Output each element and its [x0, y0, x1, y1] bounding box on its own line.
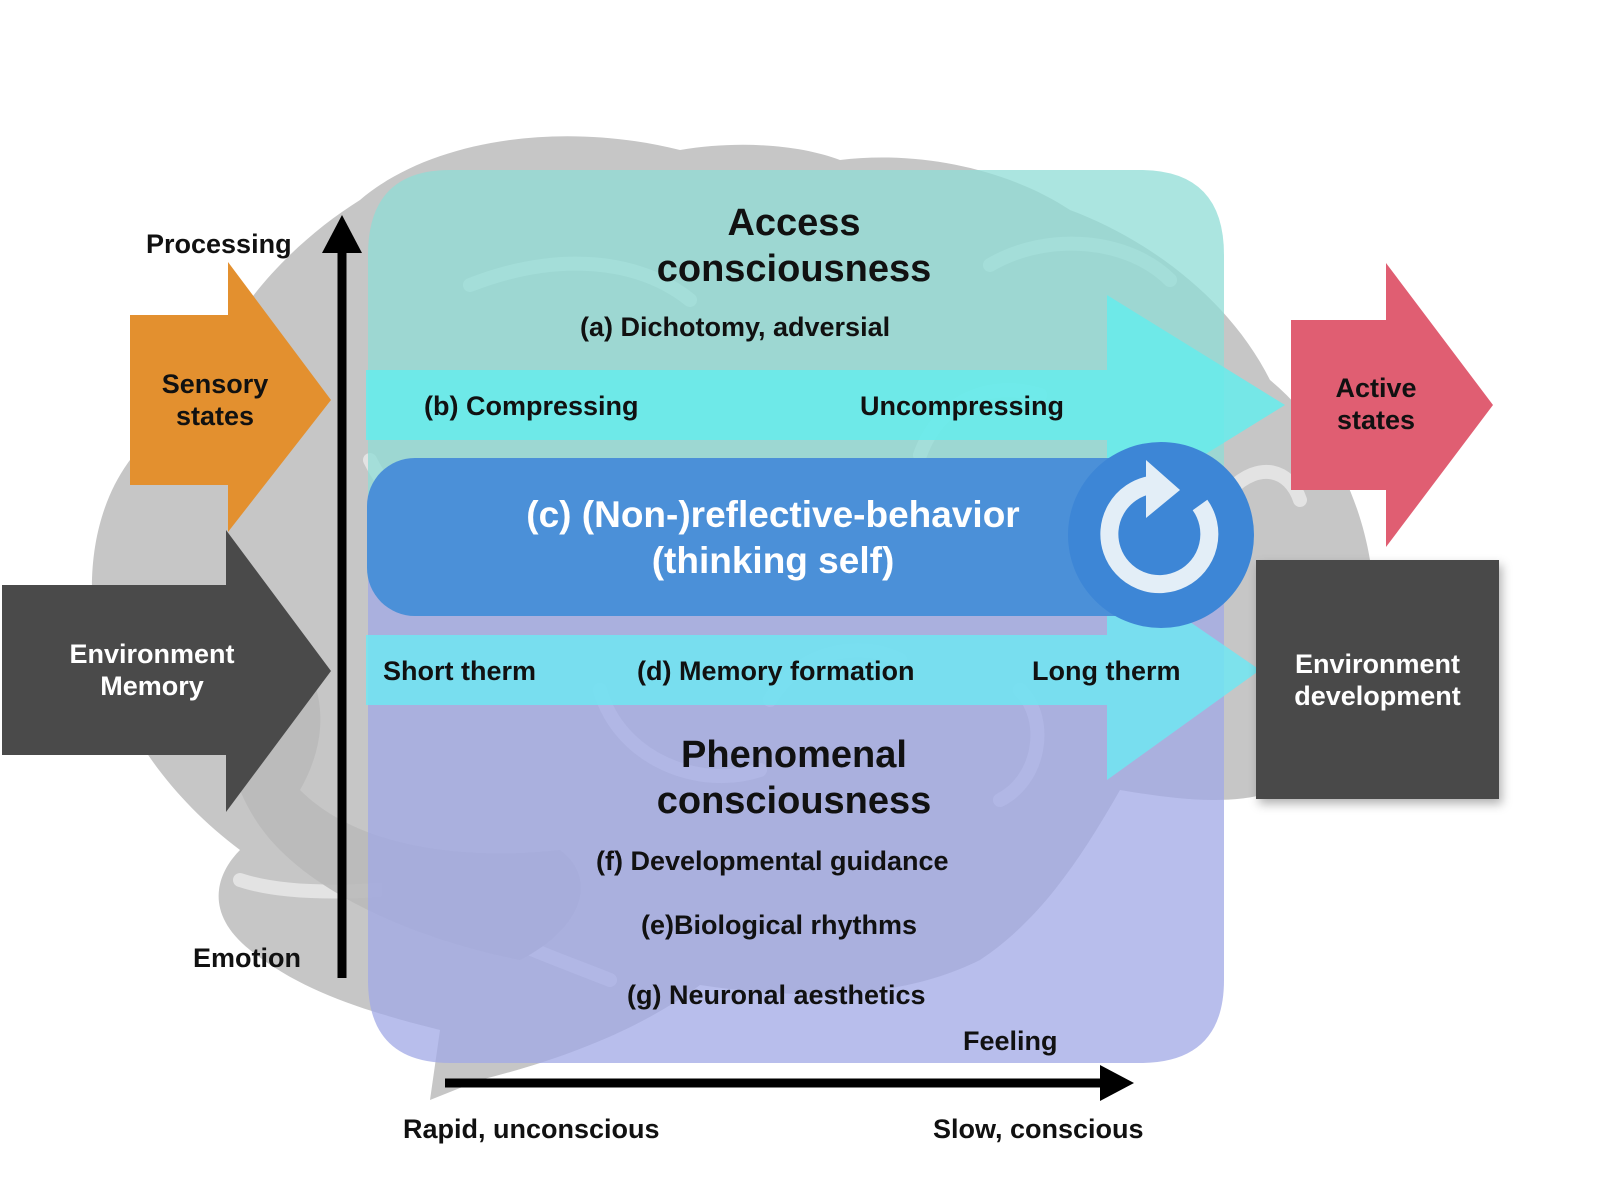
- axis-label-rapid-unconscious: Rapid, unconscious: [403, 1114, 660, 1144]
- environment-development-line1: Environment: [1294, 649, 1461, 679]
- phenomenal-consciousness-title: Phenomenal consciousness: [594, 732, 994, 824]
- environment-development-box: [1256, 560, 1499, 799]
- access-consciousness-title: Access consciousness: [594, 200, 994, 292]
- axis-label-feeling: Feeling: [963, 1026, 1058, 1056]
- environment-memory-label: Environment Memory: [52, 638, 252, 702]
- access-title-line1: Access: [727, 202, 861, 244]
- environment-memory-arrow: [2, 530, 331, 812]
- memory-band-arrow: [366, 565, 1260, 780]
- axis-label-emotion: Emotion: [193, 943, 301, 973]
- compressing-band-arrow: [366, 295, 1285, 515]
- short-therm-label: Short therm: [383, 656, 537, 686]
- active-states-label: Active states: [1291, 372, 1461, 436]
- refresh-icon: [1068, 442, 1254, 628]
- horizontal-axis: [445, 1065, 1134, 1101]
- phenomenal-item-e: (e)Biological rhythms: [641, 910, 918, 940]
- phenomenal-title-line2: consciousness: [656, 780, 932, 822]
- access-item-a: (a) Dichotomy, adversial: [580, 312, 891, 342]
- axis-label-processing: Processing: [146, 229, 292, 259]
- compressing-label: (b) Compressing: [424, 391, 639, 421]
- environment-memory-line1: Environment: [69, 639, 235, 669]
- sensory-states-line2: states: [175, 401, 255, 431]
- memory-formation-label: (d) Memory formation: [637, 656, 915, 686]
- reflective-behavior-box: [367, 458, 1167, 616]
- access-title-line2: consciousness: [656, 248, 932, 290]
- reflective-behavior-label: (c) (Non-)reflective-behavior (thinking …: [473, 492, 1073, 584]
- active-states-arrow: [1291, 263, 1493, 547]
- active-states-line1: Active: [1335, 373, 1417, 403]
- phenomenal-title-line1: Phenomenal: [681, 734, 907, 776]
- sensory-states-line1: Sensory: [161, 369, 269, 399]
- axis-label-slow-conscious: Slow, conscious: [933, 1114, 1144, 1144]
- reflective-behavior-line1: (c) (Non-)reflective-behavior: [526, 494, 1020, 535]
- vertical-axis: [322, 215, 362, 978]
- environment-development-line2: development: [1294, 681, 1461, 711]
- sensory-states-label: Sensory states: [130, 368, 300, 432]
- sensory-states-arrow: [130, 262, 331, 532]
- environment-memory-line2: Memory: [100, 671, 204, 701]
- reflective-behavior-line2: (thinking self): [651, 540, 895, 581]
- long-therm-label: Long therm: [1032, 656, 1181, 686]
- uncompressing-label: Uncompressing: [860, 391, 1065, 421]
- environment-development-label: Environment development: [1256, 648, 1499, 712]
- phenomenal-item-f: (f) Developmental guidance: [596, 846, 949, 876]
- phenomenal-item-g: (g) Neuronal aesthetics: [627, 980, 926, 1010]
- active-states-line2: states: [1336, 405, 1416, 435]
